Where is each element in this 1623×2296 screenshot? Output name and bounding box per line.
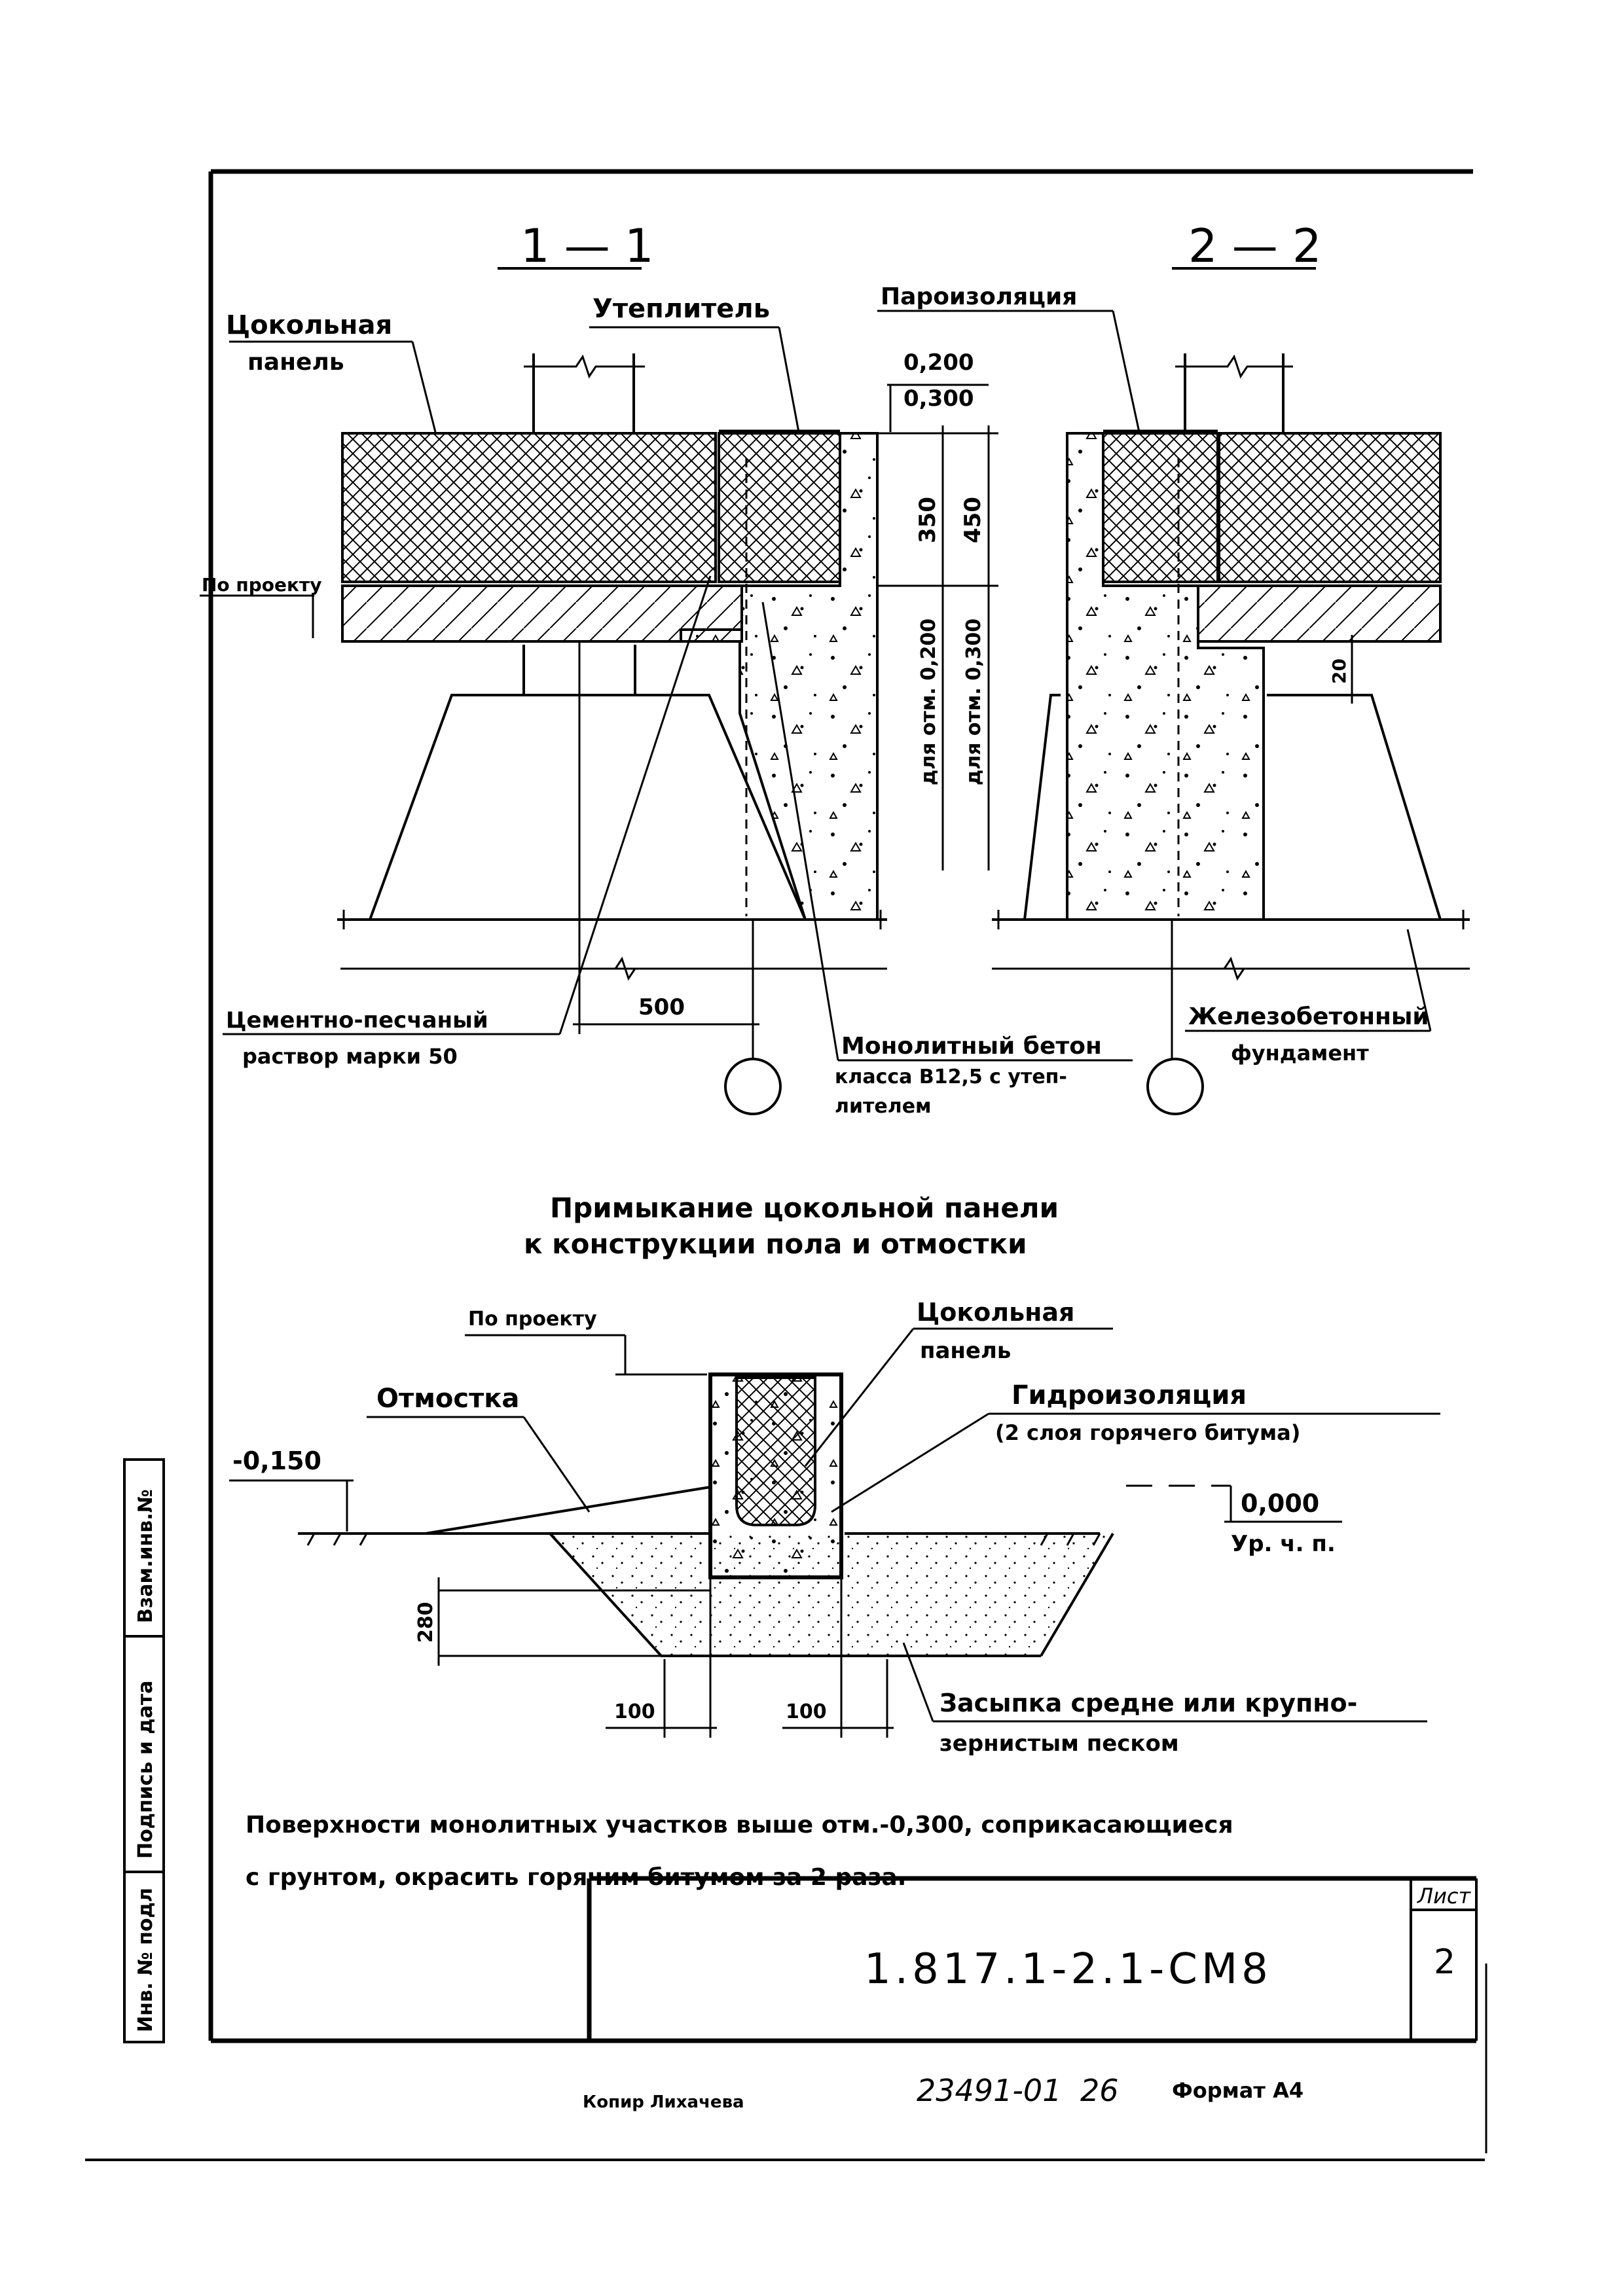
- panel-2-insulation: [1102, 432, 1219, 583]
- general-note: Поверхности монолитных участков выше отм…: [246, 1812, 1233, 1891]
- title-block: 1.817.1-2.1-СМ8 Лист 2: [587, 1876, 1476, 2041]
- detail-panel-insulation: [735, 1376, 816, 1526]
- label-zasypka-2: зернистым песком: [939, 1731, 1179, 1757]
- label-tsokolnaya-1: Цокольная: [226, 310, 392, 340]
- footer-format: Формат А4: [1172, 2078, 1304, 2103]
- label-zasypka-1: Засыпка средне или крупно-: [939, 1689, 1357, 1717]
- wall-stub-1: [524, 353, 645, 432]
- detail-title-2: к конструкции пола и отмостки: [524, 1228, 1027, 1260]
- label-panel-1: панель: [247, 349, 344, 376]
- dim-500: 500: [638, 994, 685, 1020]
- label-monolith-3: лителем: [835, 1095, 932, 1118]
- label-gidro-1: Гидроизоляция: [1012, 1380, 1247, 1410]
- footer-number: 23491-01: [917, 2073, 1061, 2108]
- drawing-code: 1.817.1-2.1-СМ8: [864, 1945, 1272, 1994]
- sand-backfill: [550, 1534, 1113, 1656]
- stamp-inv-podl: Инв. № подл: [134, 1888, 157, 2032]
- floor-slab-2: [1197, 584, 1442, 643]
- sheet-frame: [85, 169, 1487, 2161]
- dim-450: 450: [960, 497, 986, 543]
- stamp-podpis: Подпись и дата: [134, 1681, 157, 1859]
- panel-1-right-insulation: [718, 432, 841, 583]
- elev-0200: 0,200: [903, 350, 974, 376]
- dim-280: 280: [414, 1602, 437, 1643]
- dim-100-left: 100: [614, 1700, 655, 1723]
- detail-label-panel: панель: [920, 1338, 1011, 1364]
- stamp-vzam: Взам.инв.№: [134, 1489, 157, 1623]
- dim-20: 20: [1328, 658, 1350, 684]
- section-2-2: 2 — 2 20 Пароизоляция Же: [877, 219, 1470, 1115]
- section-2-title: 2 — 2: [1188, 219, 1322, 273]
- footer-sheet: 26: [1080, 2073, 1119, 2108]
- side-stamp: Взам.инв.№ Подпись и дата Инв. № подл: [123, 1458, 165, 2043]
- sheet-number: 2: [1434, 1943, 1455, 1982]
- label-gidro-2: (2 слоя горячего битума): [995, 1420, 1300, 1445]
- label-zhb-2: фундамент: [1231, 1041, 1369, 1066]
- label-monolith-2: класса В12,5 с утеп-: [835, 1066, 1067, 1088]
- dim-100-right: 100: [786, 1700, 827, 1723]
- label-cement-2: раствор марки 50: [242, 1044, 458, 1069]
- label-cement-1: Цементно-песчаный: [226, 1007, 488, 1033]
- note-line-2: с грунтом, окрасить горячим битумом за 2…: [246, 1864, 906, 1891]
- detail-label-tsokolnaya: Цокольная: [917, 1298, 1074, 1327]
- otmostka: [425, 1485, 712, 1535]
- label-paroizolyatsiya: Пароизоляция: [881, 283, 1077, 310]
- ur-chp: Ур. ч. п.: [1231, 1531, 1336, 1557]
- dim-for-300: для отм. 0,300: [962, 619, 985, 785]
- label-uteplitel: Утеплитель: [593, 294, 770, 324]
- panel-2-right-insulation: [1218, 432, 1442, 583]
- elev-0300: 0,300: [903, 386, 974, 412]
- footing-1: [369, 694, 807, 920]
- monolith-concrete-1: [680, 432, 879, 921]
- section-marker-1: [724, 1058, 782, 1115]
- label-zhb-1: Железобетонный: [1188, 1003, 1429, 1030]
- detail-po-proektu: По проекту: [468, 1308, 597, 1331]
- elev-000: 0,000: [1241, 1489, 1319, 1518]
- elev-neg150: -0,150: [232, 1446, 321, 1475]
- section-1-1: 1 — 1 500: [200, 219, 1133, 1118]
- footer: Копир Лихачева 23491-01 26 Формат А4: [583, 2073, 1304, 2112]
- section-1-title: 1 — 1: [520, 219, 654, 273]
- note-line-1: Поверхности монолитных участков выше отм…: [246, 1812, 1233, 1839]
- dim-350: 350: [915, 497, 941, 543]
- label-monolith-1: Монолитный бетон: [841, 1033, 1102, 1060]
- footing-2: [1023, 694, 1061, 920]
- floor-slab-1: [341, 584, 743, 643]
- po-proektu-1: По проекту: [202, 574, 322, 596]
- dim-for-200: для отм. 0,200: [917, 619, 940, 785]
- junction-detail: Примыкание цокольной панели к конструкци…: [229, 1192, 1440, 1757]
- panel-1-insulation: [341, 432, 717, 583]
- section-marker-2: [1146, 1058, 1204, 1115]
- sheet-label: Лист: [1417, 1884, 1471, 1909]
- detail-title-1: Примыкание цокольной панели: [550, 1192, 1059, 1224]
- label-otmostka: Отмостка: [376, 1384, 519, 1414]
- footer-copy: Копир Лихачева: [583, 2092, 744, 2112]
- wall-stub-2: [1175, 353, 1293, 432]
